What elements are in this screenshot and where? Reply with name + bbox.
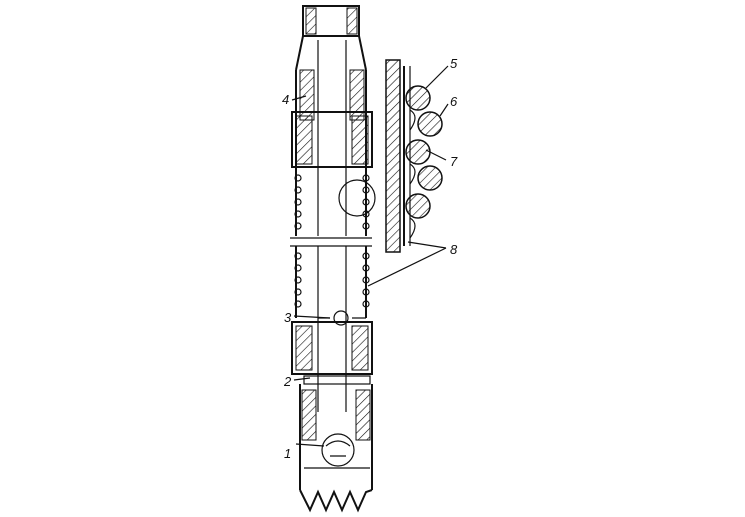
detail-coils [405,85,443,239]
leader-lines [291,65,449,447]
callout-4: 4 [282,92,289,107]
flapper-valve [321,433,355,467]
main-tool-body [290,5,376,513]
lower-spring-coils [294,252,370,308]
callout-6: 6 [450,94,458,109]
upper-spring-coils [294,174,370,230]
shear-pin [303,375,371,385]
callout-3: 3 [284,310,292,325]
detail-circle [338,179,376,217]
detail-view [385,59,443,253]
detail-wall [385,59,401,253]
middle-collar [291,321,373,375]
lower-outer-wall [295,246,367,318]
upper-collar [291,111,373,168]
crown-shoe [299,489,373,513]
callout-1: 1 [284,446,291,461]
ball-valve [333,310,349,326]
callouts: 1 2 3 4 5 6 7 8 [282,56,458,461]
callout-2: 2 [283,374,292,389]
callout-8: 8 [450,242,458,257]
callout-5: 5 [450,56,458,71]
upper-bore [317,40,347,236]
callout-7: 7 [450,154,458,169]
lower-bore [317,246,347,412]
